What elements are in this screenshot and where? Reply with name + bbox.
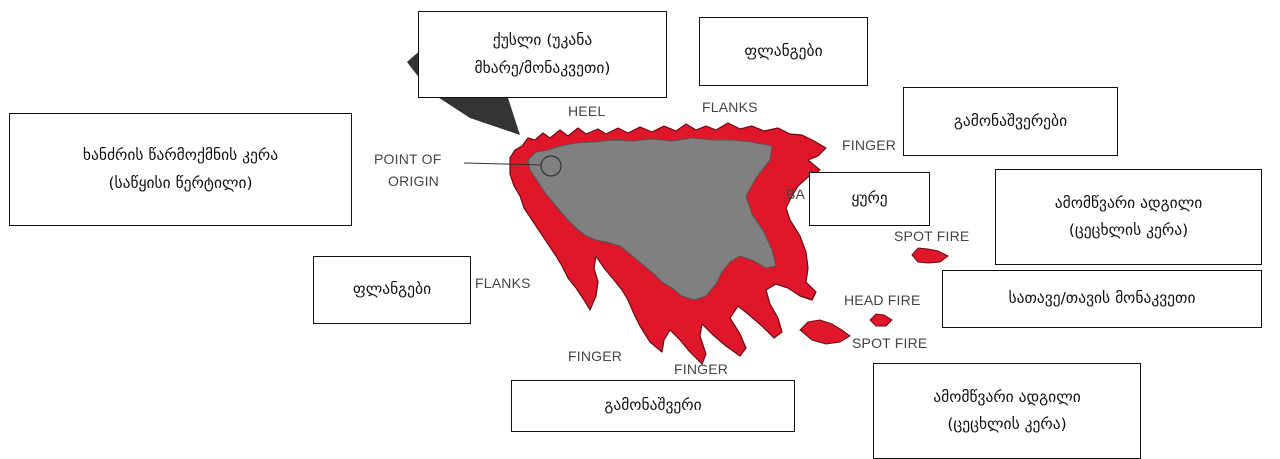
translation-origin-line2: (საწყისი წერტილი): [83, 170, 278, 197]
translation-flanks-top: ფლანგები: [744, 38, 822, 65]
translation-box-origin: ხანძრის წარმოქმნის კერა(საწყისი წერტილი): [9, 113, 352, 226]
label-bay: BA: [786, 186, 805, 202]
label-finger-right: FINGER: [842, 137, 896, 153]
translation-box-bay: ყურე: [809, 172, 930, 226]
translation-bay: ყურე: [851, 185, 887, 212]
translation-head-fire: სათავე/თავის მონაკვეთი: [1009, 285, 1196, 312]
label-spot-fire-2: SPOT FIRE: [852, 335, 927, 351]
spot-fire-blob-2: [870, 314, 892, 326]
label-head-fire: HEAD FIRE: [844, 292, 920, 308]
translation-origin-line1: ხანძრის წარმოქმნის კერა: [83, 142, 278, 169]
translation-finger-bottom: გამონაშვერი: [604, 392, 701, 419]
translation-flanks-left: ფლანგები: [353, 276, 431, 303]
translation-heel-line1: ქუსლი (უკანა: [475, 27, 611, 54]
translation-box-fingers-right: გამონაშვერები: [903, 87, 1118, 156]
label-flanks-left: FLANKS: [475, 275, 531, 291]
translation-spot-fire-2-line2: (ცეცხლის კერა): [933, 411, 1080, 438]
label-flanks-top: FLANKS: [702, 99, 758, 115]
translation-box-spot-fire-1: ამომწვარი ადგილი(ცეცხლის კერა): [995, 169, 1262, 265]
spot-fire-blob-3: [800, 320, 850, 344]
translation-spot-fire-1-line2: (ცეცხლის კერა): [1055, 217, 1202, 244]
translation-box-flanks-left: ფლანგები: [313, 256, 471, 324]
label-point-of-origin-line1: POINT OF: [374, 151, 441, 167]
translation-spot-fire-2-line1: ამომწვარი ადგილი: [933, 384, 1080, 411]
label-spot-fire-1: SPOT FIRE: [894, 228, 969, 244]
translation-heel-line2: მხარე/მონაკვეთი): [475, 55, 611, 82]
translation-box-head-fire: სათავე/თავის მონაკვეთი: [942, 270, 1262, 328]
translation-box-spot-fire-2: ამომწვარი ადგილი(ცეცხლის კერა): [873, 363, 1141, 459]
translation-box-finger-bottom: გამონაშვერი: [511, 380, 795, 432]
label-heel: HEEL: [568, 103, 605, 119]
translation-fingers-right: გამონაშვერები: [954, 108, 1067, 135]
label-finger-bottom-2: FINGER: [674, 361, 728, 377]
translation-spot-fire-1-line1: ამომწვარი ადგილი: [1055, 190, 1202, 217]
spot-fire-blob-1: [912, 248, 948, 263]
translation-box-flanks-top: ფლანგები: [699, 17, 868, 86]
label-finger-bottom-1: FINGER: [568, 348, 622, 364]
label-point-of-origin-line2: ORIGIN: [388, 173, 439, 189]
